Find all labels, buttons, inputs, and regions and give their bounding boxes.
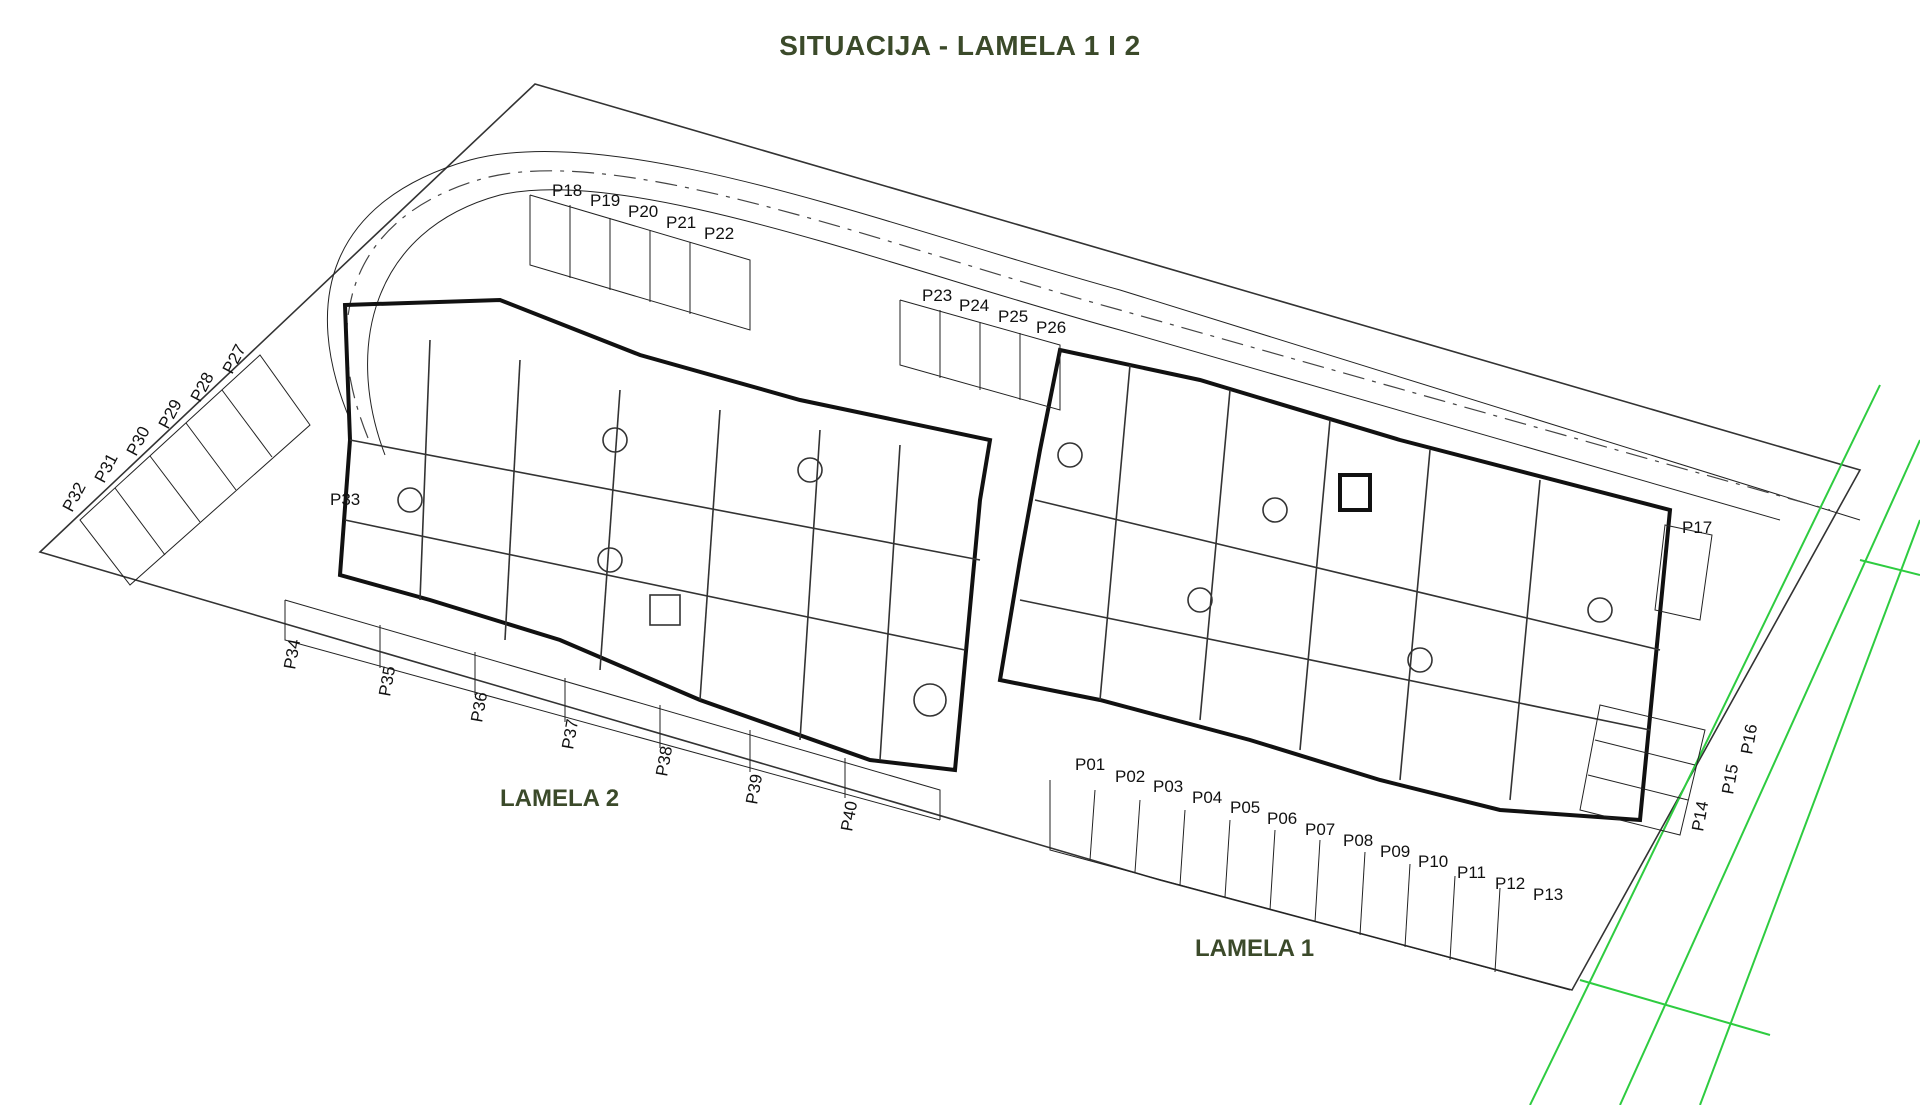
- parking-label-p16: P16: [1737, 723, 1761, 756]
- parking-bays-lamela-2: [284, 599, 941, 821]
- parking-label-p25: P25: [998, 307, 1028, 326]
- parking-label-p33: P33: [330, 490, 360, 509]
- parking-label-p15: P15: [1718, 763, 1742, 796]
- page-title: SITUACIJA - LAMELA 1 I 2: [779, 30, 1141, 61]
- parking-labels: P01 P02 P03 P04 P05 P06 P07 P08 P09 P10 …: [59, 181, 1761, 904]
- parking-label-p35: P35: [375, 665, 399, 698]
- parking-label-p21: P21: [666, 213, 696, 232]
- parking-bays-west: [79, 354, 311, 586]
- parking-label-p18: P18: [552, 181, 582, 200]
- parking-label-p23: P23: [922, 286, 952, 305]
- parking-label-p14: P14: [1688, 800, 1712, 833]
- parking-label-p03: P03: [1153, 777, 1183, 796]
- parking-label-p20: P20: [628, 202, 658, 221]
- parking-label-p02: P02: [1115, 767, 1145, 786]
- parking-label-p06: P06: [1267, 809, 1297, 828]
- parking-label-p36: P36: [467, 691, 491, 724]
- parking-label-p10: P10: [1418, 852, 1448, 871]
- lamela-1-building: [997, 347, 1673, 823]
- access-road-centerline: [345, 170, 1831, 511]
- parking-label-p12: P12: [1495, 874, 1525, 893]
- parking-bays-east: [1579, 524, 1713, 836]
- parking-label-p08: P08: [1343, 831, 1373, 850]
- access-road-inner: [367, 189, 1781, 521]
- access-road-outer: [326, 150, 1861, 521]
- parking-label-p19: P19: [590, 191, 620, 210]
- property-lines: [1529, 384, 1920, 1105]
- parking-bays-lamela-1: [1049, 780, 1571, 991]
- parking-label-p26: P26: [1036, 318, 1066, 337]
- parking-label-p30: P30: [123, 423, 154, 459]
- parking-label-p13: P13: [1533, 885, 1563, 904]
- parking-label-p17: P17: [1682, 518, 1712, 537]
- parking-label-p31: P31: [91, 450, 122, 486]
- parking-label-p09: P09: [1380, 842, 1410, 861]
- parking-label-p07: P07: [1305, 820, 1335, 839]
- parking-label-p01: P01: [1075, 755, 1105, 774]
- parking-label-p34: P34: [280, 638, 304, 671]
- parking-label-p04: P04: [1192, 788, 1222, 807]
- parking-label-p11: P11: [1457, 863, 1486, 882]
- parking-label-p40: P40: [837, 800, 861, 833]
- parking-label-p39: P39: [742, 773, 766, 806]
- parking-label-p22: P22: [704, 224, 734, 243]
- parking-label-p37: P37: [558, 718, 582, 751]
- parking-label-p38: P38: [652, 745, 676, 778]
- lamela-1-label: LAMELA 1: [1195, 935, 1315, 962]
- lamela-2-label: LAMELA 2: [500, 785, 620, 812]
- parking-label-p29: P29: [155, 396, 186, 432]
- lamela-2-building: [337, 297, 993, 773]
- parking-label-p24: P24: [959, 296, 989, 315]
- site-boundary: [38, 83, 1862, 991]
- parking-bays-north: [529, 194, 1061, 411]
- parking-label-p28: P28: [187, 369, 218, 405]
- parking-label-p05: P05: [1230, 798, 1260, 817]
